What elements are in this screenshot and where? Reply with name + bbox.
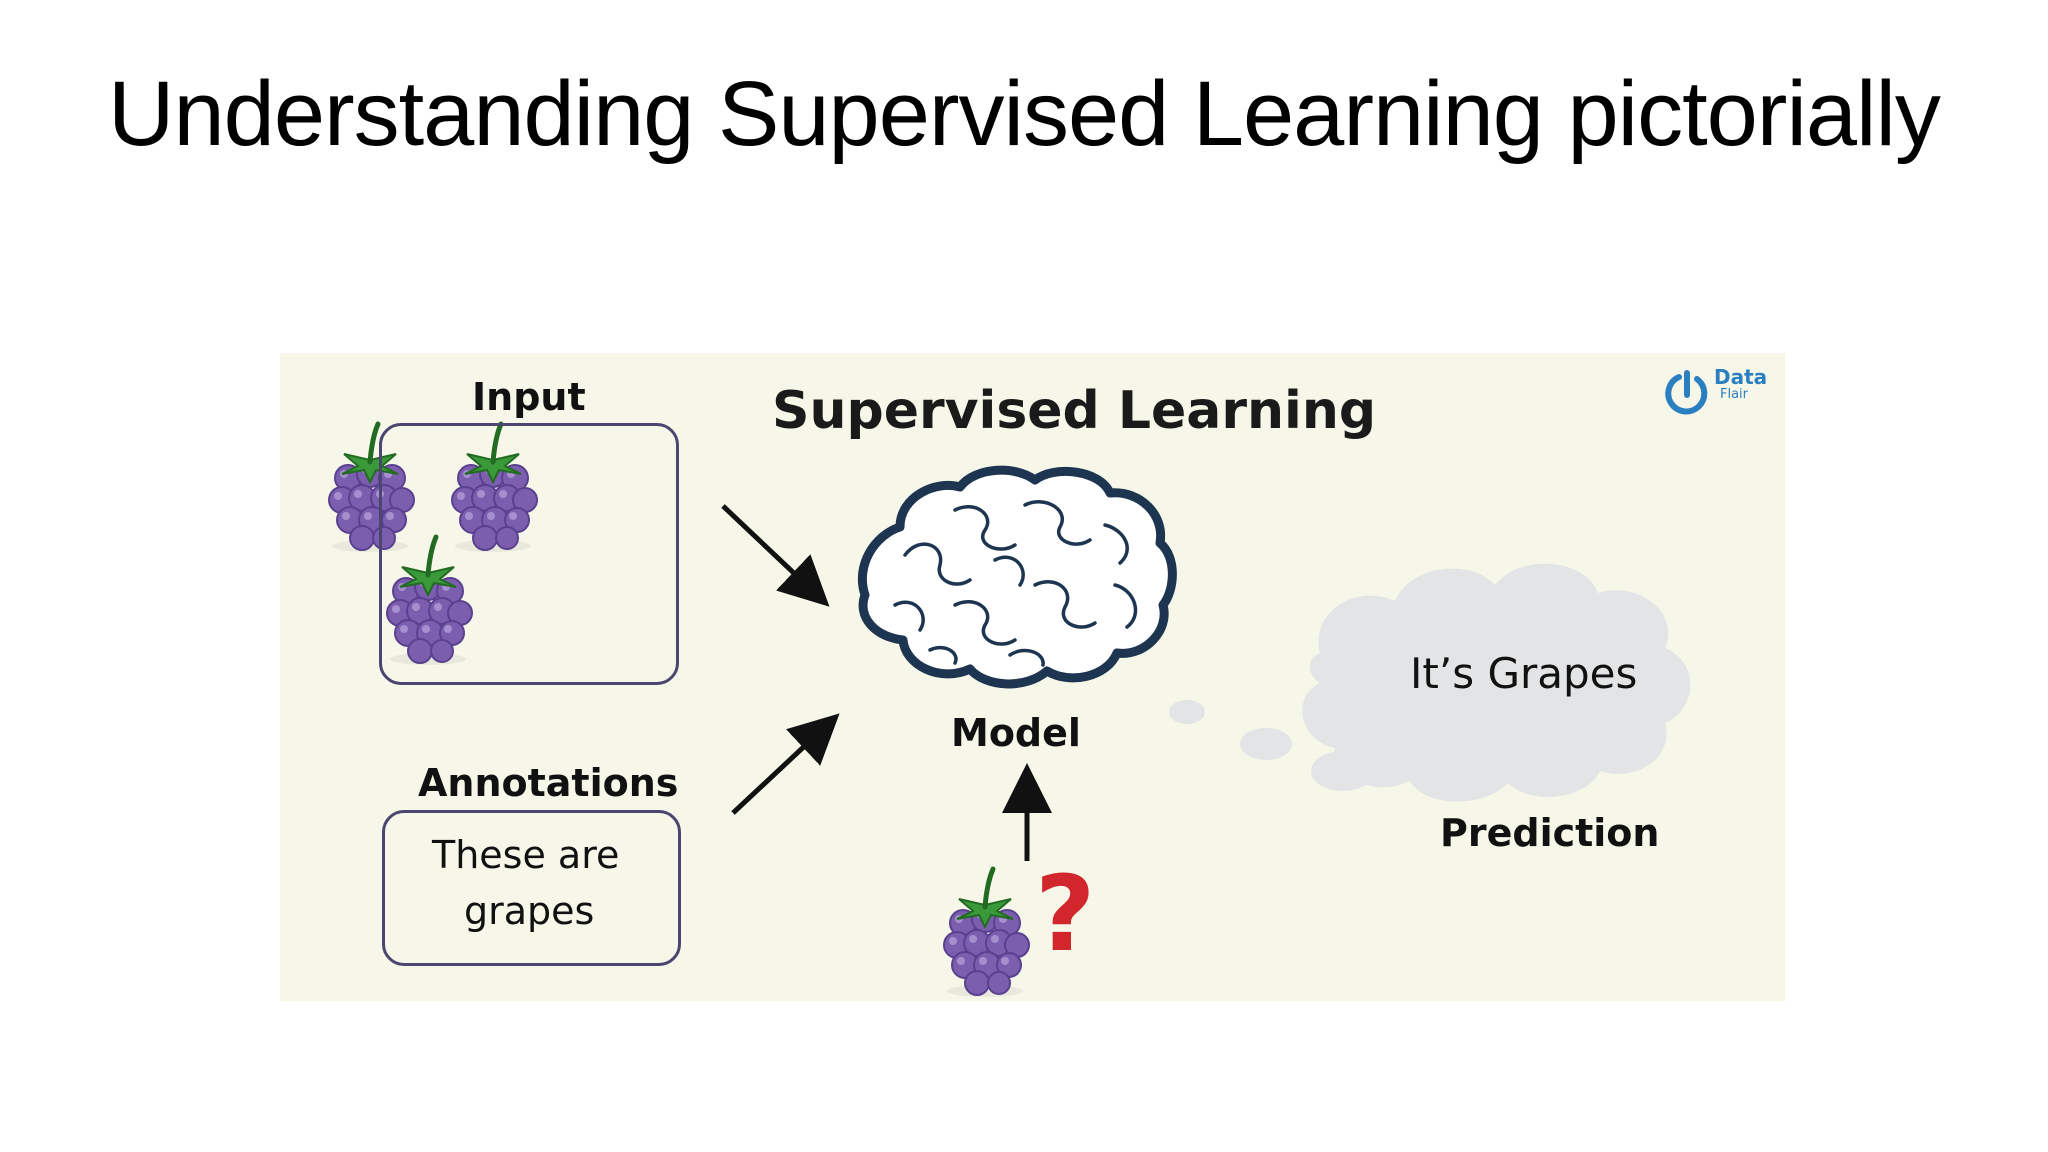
diagram-heading: Supervised Learning: [772, 381, 1377, 441]
brain-icon: [857, 465, 1177, 689]
annotations-label: Annotations: [418, 761, 679, 805]
dataflair-logo-icon: [1665, 370, 1708, 415]
annotation-text-line2: grapes: [464, 889, 595, 933]
model-label: Model: [951, 711, 1081, 755]
arrow-icon: [731, 713, 840, 815]
prediction-text: It’s Grapes: [1410, 649, 1638, 698]
input-label: Input: [472, 375, 586, 419]
arrow-icon: [721, 504, 830, 607]
prediction-label: Prediction: [1440, 811, 1660, 855]
slide-title: Understanding Supervised Learning pictor…: [108, 63, 1941, 165]
input-box: [379, 423, 679, 685]
diagram-graphics: [280, 370, 1708, 1001]
question-mark-icon: ?: [1035, 853, 1096, 975]
supervised-learning-diagram: Supervised Learning Input Annotations Th…: [280, 353, 1785, 1001]
annotation-box: [382, 810, 681, 966]
annotation-text-line1: These are: [432, 833, 620, 877]
logo-text-top: Data: [1714, 365, 1768, 389]
logo-text-bottom: Flair: [1720, 387, 1749, 402]
thought-cloud-icon: [1169, 563, 1691, 802]
grape-icon: [944, 869, 1029, 997]
